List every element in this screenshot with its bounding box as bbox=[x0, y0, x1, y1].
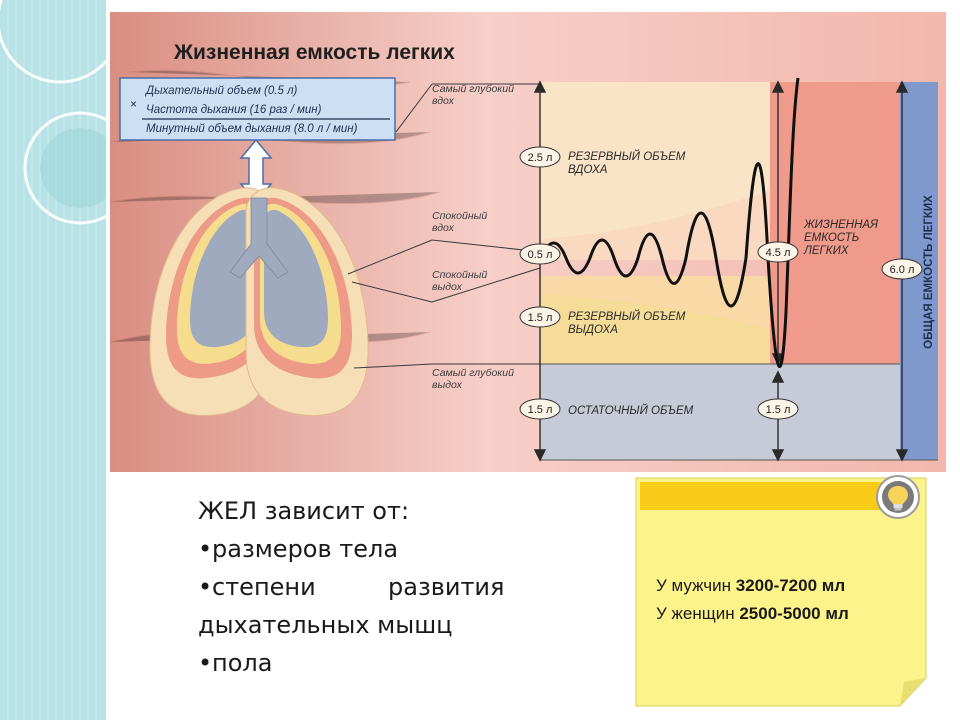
men-capacity-range: У мужчин 3200-7200 мл bbox=[656, 576, 845, 596]
factor-item-body-size: •размеров тела bbox=[198, 530, 518, 568]
factor-item-muscle-development-cont: дыхательных мышц bbox=[198, 611, 453, 639]
residual-volume-badge-left: 1.5 л bbox=[519, 398, 561, 420]
svg-text:1.5 л: 1.5 л bbox=[766, 404, 791, 416]
men-value: 3200-7200 мл bbox=[735, 576, 846, 595]
women-label: У женщин bbox=[656, 604, 740, 623]
lung-capacity-figure: Жизненная емкость легких Дыхательный объ… bbox=[110, 12, 946, 472]
residual-volume-badge-right: 1.5 л bbox=[757, 398, 799, 420]
deepest-exhale-label-line1: Самый глубокий bbox=[432, 367, 514, 379]
men-label: У мужчин bbox=[656, 576, 736, 595]
residual-volume-label: ОСТАТОЧНЫЙ ОБЪЕМ bbox=[568, 404, 694, 417]
figure-title: Жизненная емкость легких bbox=[173, 41, 455, 64]
bullet: • bbox=[198, 649, 213, 677]
calm-exhale-label-line1: Спокойный bbox=[432, 269, 487, 281]
breathing-rate-line: Частота дыхания (16 раз / мин) bbox=[146, 104, 322, 116]
vital-capacity-label-line1: ЖИЗНЕННАЯ bbox=[803, 219, 878, 231]
sticky-note-header bbox=[640, 482, 882, 510]
volume-zones bbox=[540, 82, 938, 461]
factor-label: степени bbox=[212, 573, 316, 601]
women-value: 2500-5000 мл bbox=[739, 604, 849, 623]
multiply-sign: × bbox=[130, 97, 137, 111]
sticky-note bbox=[635, 475, 927, 707]
svg-text:6.0 л: 6.0 л bbox=[890, 264, 915, 276]
minute-volume-formula: Дыхательный объем (0.5 л) × Частота дыха… bbox=[119, 77, 396, 141]
deepest-inhale-label-line2: вдох bbox=[432, 95, 455, 107]
total-capacity-vertical-label: ОБЩАЯ ЕМКОСТЬ ЛЕГКИХ bbox=[923, 195, 935, 349]
factor-item-sex: •пола bbox=[198, 644, 518, 682]
minute-volume-line: Минутный объем дыхания (8.0 л / мин) bbox=[146, 123, 358, 135]
expiratory-reserve-label-line2: ВЫДОХА bbox=[568, 324, 618, 336]
factor-item-muscle-development: •степени развития bbox=[198, 568, 518, 606]
calm-inhale-label-line1: Спокойный bbox=[432, 210, 487, 222]
calm-inhale-label-line2: вдох bbox=[432, 222, 455, 234]
svg-text:4.5 л: 4.5 л bbox=[766, 247, 791, 259]
calm-exhale-label-line2: выдох bbox=[432, 281, 463, 293]
svg-text:1.5 л: 1.5 л bbox=[528, 312, 553, 324]
lungs-illustration bbox=[149, 187, 369, 416]
tidal-volume-line: Дыхательный объем (0.5 л) bbox=[144, 85, 298, 97]
expiratory-reserve-label-line1: РЕЗЕРВНЫЙ ОБЪЕМ bbox=[568, 310, 686, 323]
bullet: • bbox=[198, 535, 213, 563]
inspiratory-reserve-volume-badge: 2.5 л bbox=[519, 146, 561, 168]
decor-circle-top bbox=[0, 0, 106, 84]
vital-capacity-label-line3: ЛЕГКИХ bbox=[803, 245, 850, 257]
factor-label: пола bbox=[212, 649, 273, 677]
factor-label: размеров тела bbox=[212, 535, 399, 563]
factor-label: развития bbox=[388, 573, 505, 601]
inspiratory-reserve-label-line1: РЕЗЕРВНЫЙ ОБЪЕМ bbox=[568, 150, 686, 163]
svg-text:0.5 л: 0.5 л bbox=[528, 249, 553, 261]
decorative-side-panel bbox=[0, 0, 106, 720]
svg-text:2.5 л: 2.5 л bbox=[528, 152, 553, 164]
tidal-volume-badge: 0.5 л bbox=[519, 243, 561, 265]
vital-capacity-label-line2: ЕМКОСТЬ bbox=[804, 232, 859, 244]
inspiratory-reserve-label-line2: ВДОХА bbox=[568, 164, 608, 176]
deepest-exhale-label-line2: выдох bbox=[432, 379, 463, 391]
breathing-waveform bbox=[538, 77, 800, 368]
total-capacity-badge: 6.0 л bbox=[881, 258, 923, 280]
vital-capacity-badge: 4.5 л bbox=[757, 241, 799, 263]
expiratory-reserve-volume-badge: 1.5 л bbox=[519, 306, 561, 328]
decor-circle-middle bbox=[23, 111, 106, 225]
women-capacity-range: У женщин 2500-5000 мл bbox=[656, 604, 849, 624]
svg-text:1.5 л: 1.5 л bbox=[528, 404, 553, 416]
factors-heading: ЖЕЛ зависит от: bbox=[198, 497, 410, 525]
bullet: • bbox=[198, 573, 213, 601]
lightbulb-icon bbox=[876, 475, 920, 519]
deepest-inhale-label-line1: Самый глубокий bbox=[432, 83, 514, 95]
